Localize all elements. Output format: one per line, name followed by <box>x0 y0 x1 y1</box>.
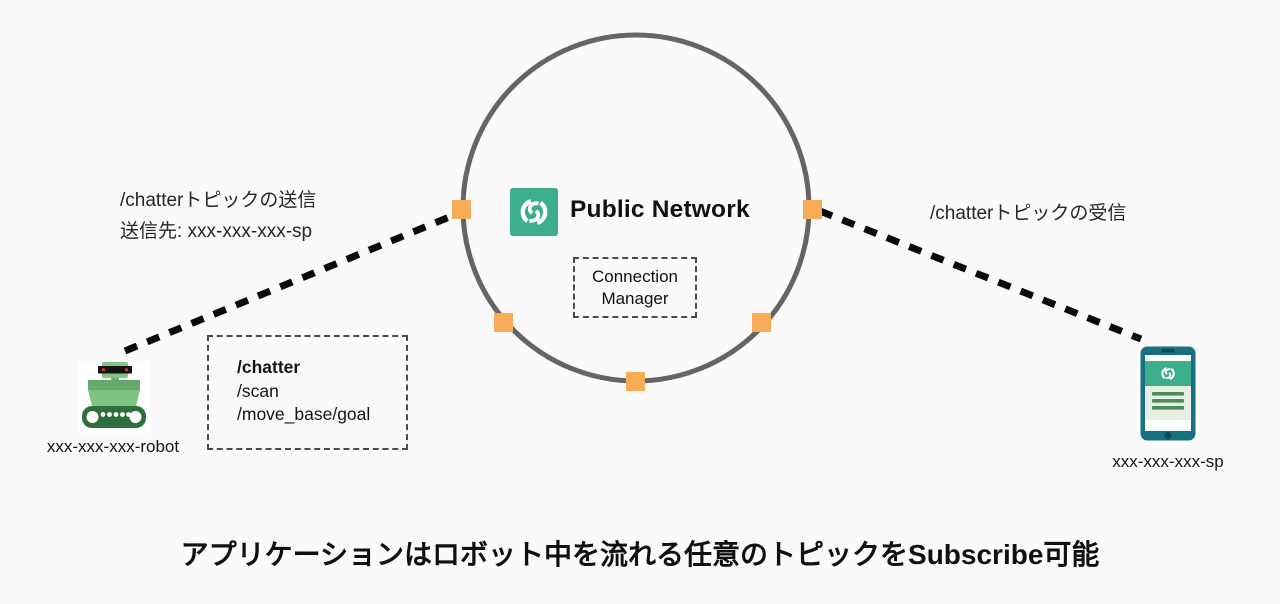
connection-manager-line2: Manager <box>601 288 669 308</box>
topic-item-scan: /scan <box>237 380 279 401</box>
network-node-bottom <box>626 372 645 391</box>
network-node-left <box>452 200 471 219</box>
public-network-title: Public Network <box>570 196 750 223</box>
topics-list-box: /chatter /scan /move_base/goal <box>207 335 408 450</box>
connection-manager-box: Connection Manager <box>573 257 697 318</box>
topic-item-chatter: /chatter <box>237 357 301 377</box>
connection-manager-line1: Connection <box>591 266 678 286</box>
robot-icon <box>78 361 150 433</box>
phone-hostname-label: xxx-xxx-xxx-sp <box>1112 452 1224 471</box>
send-topic-label: /chatterトピックの送信 <box>120 190 317 211</box>
robot-to-network-dashed-line <box>123 209 461 355</box>
soracom-swirl-icon <box>510 188 558 236</box>
network-node-bottom-left <box>494 313 513 332</box>
network-node-right <box>803 200 822 219</box>
network-to-phone-dashed-line <box>818 207 1143 343</box>
smartphone-icon <box>1140 346 1196 441</box>
robot-hostname-label: xxx-xxx-xxx-robot <box>46 437 180 456</box>
diagram-caption: アプリケーションはロボット中を流れる任意のトピックをSubscribe可能 <box>180 539 1100 570</box>
send-destination-label: 送信先: xxx-xxx-xxx-sp <box>120 221 313 242</box>
topic-item-move-base-goal: /move_base/goal <box>237 404 371 424</box>
network-node-bottom-right <box>752 313 771 332</box>
receive-topic-label: /chatterトピックの受信 <box>930 203 1127 224</box>
